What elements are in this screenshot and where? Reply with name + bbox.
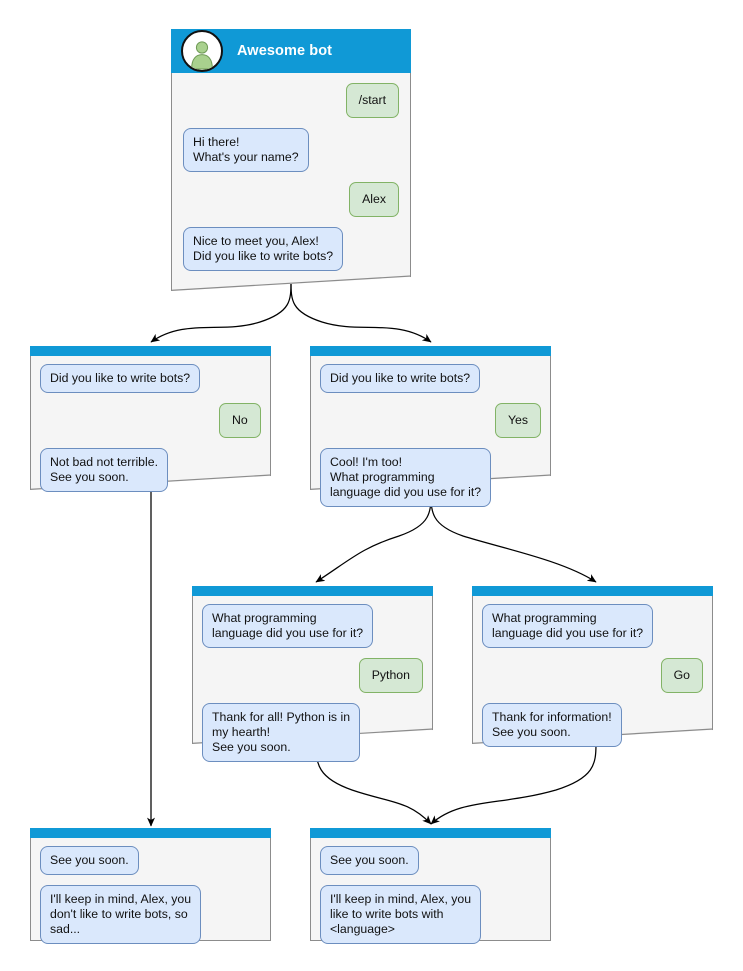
bot-message-bubble[interactable]: What programming language did you use fo… <box>482 604 654 648</box>
bot-message-bubble[interactable]: Nice to meet you, Alex! Did you like to … <box>183 227 344 271</box>
card-language-python-titlebar <box>192 586 433 596</box>
card-answer-no-titlebar <box>30 346 271 356</box>
bot-message-bubble[interactable]: Hi there! What's your name? <box>183 128 309 172</box>
message-row: Thank for information! See you soon. <box>482 703 703 747</box>
message-row: Did you like to write bots? <box>320 364 541 393</box>
connector-start-to-yes <box>290 280 432 343</box>
message-row: Not bad not terrible. See you soon. <box>40 448 261 492</box>
bot-name-label: Awesome bot <box>237 43 333 59</box>
bot-message-bubble[interactable]: What programming language did you use fo… <box>202 604 374 648</box>
card-answer-yes[interactable]: Did you like to write bots? Yes Cool! I'… <box>310 346 551 507</box>
user-message-bubble[interactable]: /start <box>345 83 399 118</box>
message-row: Yes <box>320 403 541 438</box>
message-row: I'll keep in mind, Alex, you don't like … <box>40 885 261 944</box>
card-language-python-chat: What programming language did you use fo… <box>192 596 433 762</box>
card-start-titlebar: Awesome bot <box>171 29 411 73</box>
message-row: What programming language did you use fo… <box>482 604 703 648</box>
user-message-bubble[interactable]: Yes <box>494 403 541 438</box>
message-row: Thank for all! Python is in my hearth! S… <box>202 703 423 762</box>
bot-message-bubble[interactable]: Thank for all! Python is in my hearth! S… <box>202 703 361 762</box>
card-answer-yes-titlebar <box>310 346 551 356</box>
connector-yes-to-python <box>315 491 432 583</box>
card-answer-no[interactable]: Did you like to write bots? No Not bad n… <box>30 346 271 492</box>
message-row: What programming language did you use fo… <box>202 604 423 648</box>
bot-message-bubble[interactable]: I'll keep in mind, Alex, you don't like … <box>40 885 202 944</box>
message-row: Hi there! What's your name? <box>183 128 399 172</box>
message-row: Python <box>202 658 423 693</box>
bot-message-bubble[interactable]: See you soon. <box>40 846 139 875</box>
message-row: See you soon. <box>40 846 261 875</box>
card-end-sad-titlebar <box>30 828 271 838</box>
message-row: Go <box>482 658 703 693</box>
user-message-bubble[interactable]: No <box>219 403 261 438</box>
card-answer-yes-chat: Did you like to write bots? Yes Cool! I'… <box>310 356 551 507</box>
bot-message-bubble[interactable]: Did you like to write bots? <box>40 364 201 393</box>
card-language-go-chat: What programming language did you use fo… <box>472 596 713 747</box>
bot-message-bubble[interactable]: Did you like to write bots? <box>320 364 481 393</box>
message-row: No <box>40 403 261 438</box>
card-start-chat: /start Hi there! What's your name? Alex … <box>171 73 411 291</box>
card-end-sad-chat: See you soon. I'll keep in mind, Alex, y… <box>30 838 271 944</box>
card-end-happy[interactable]: See you soon. I'll keep in mind, Alex, y… <box>310 828 551 944</box>
message-row: Did you like to write bots? <box>40 364 261 393</box>
card-end-sad[interactable]: See you soon. I'll keep in mind, Alex, y… <box>30 828 271 944</box>
user-message-bubble[interactable]: Python <box>358 658 423 693</box>
message-row: /start <box>183 83 399 118</box>
connector-yes-to-go <box>430 491 597 583</box>
card-start[interactable]: Awesome bot /start Hi there! What's your… <box>171 29 411 291</box>
person-avatar-icon <box>181 30 223 72</box>
message-row: See you soon. <box>320 846 541 875</box>
message-row: I'll keep in mind, Alex, you like to wri… <box>320 885 541 944</box>
card-language-go[interactable]: What programming language did you use fo… <box>472 586 713 747</box>
user-message-bubble[interactable]: Alex <box>349 182 399 217</box>
bot-message-bubble[interactable]: Not bad not terrible. See you soon. <box>40 448 169 492</box>
bot-message-bubble[interactable]: See you soon. <box>320 846 419 875</box>
connector-start-to-no <box>150 280 292 343</box>
card-end-happy-chat: See you soon. I'll keep in mind, Alex, y… <box>310 838 551 944</box>
message-row: Cool! I'm too! What programming language… <box>320 448 541 507</box>
bot-message-bubble[interactable]: I'll keep in mind, Alex, you like to wri… <box>320 885 482 944</box>
card-answer-no-chat: Did you like to write bots? No Not bad n… <box>30 356 271 492</box>
user-message-bubble[interactable]: Go <box>660 658 703 693</box>
bot-message-bubble[interactable]: Cool! I'm too! What programming language… <box>320 448 492 507</box>
card-end-happy-titlebar <box>310 828 551 838</box>
message-row: Nice to meet you, Alex! Did you like to … <box>183 227 399 271</box>
bot-message-bubble[interactable]: Thank for information! See you soon. <box>482 703 622 747</box>
connector-go-to-end-happy <box>430 743 597 825</box>
card-language-go-titlebar <box>472 586 713 596</box>
message-row: Alex <box>183 182 399 217</box>
card-language-python[interactable]: What programming language did you use fo… <box>192 586 433 762</box>
